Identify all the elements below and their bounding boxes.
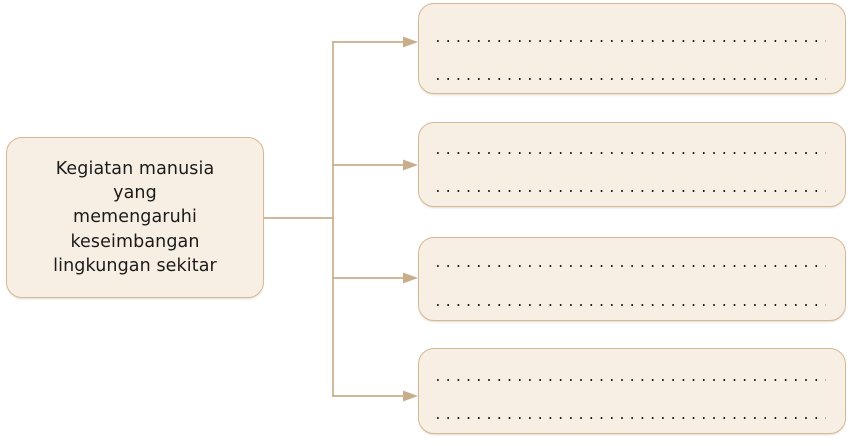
answer-dotted-line[interactable]: ........................................… xyxy=(434,257,826,271)
answer-dotted-line[interactable]: ........................................… xyxy=(434,32,826,46)
answer-dotted-line[interactable]: ........................................… xyxy=(434,409,826,423)
answer-box-3[interactable]: ........................................… xyxy=(418,237,846,321)
answer-dotted-line[interactable]: ........................................… xyxy=(434,296,826,310)
answer-dotted-line[interactable]: ........................................… xyxy=(434,144,826,158)
answer-dotted-line[interactable]: ........................................… xyxy=(434,371,826,385)
source-node-box: Kegiatan manusia yang memengaruhi keseim… xyxy=(6,137,264,298)
arrowhead-icon-1 xyxy=(403,36,418,48)
answer-dotted-line[interactable]: ........................................… xyxy=(434,182,826,196)
arrowhead-icon-2 xyxy=(403,159,418,171)
answer-dotted-line[interactable]: ........................................… xyxy=(434,70,826,84)
answer-box-1[interactable]: ........................................… xyxy=(418,3,846,94)
answer-box-4[interactable]: ........................................… xyxy=(418,348,846,434)
answer-box-2[interactable]: ........................................… xyxy=(418,122,846,207)
arrowhead-icon-3 xyxy=(403,272,418,284)
source-node-label: Kegiatan manusia yang memengaruhi keseim… xyxy=(53,159,217,276)
arrowhead-icon-4 xyxy=(403,390,418,402)
